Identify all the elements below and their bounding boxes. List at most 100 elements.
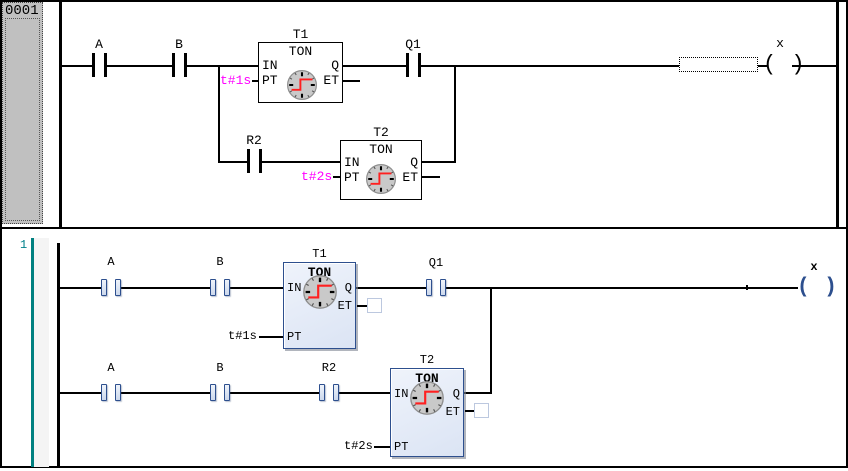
branch-wire <box>490 287 492 394</box>
wire <box>219 161 247 163</box>
wire-junction-tick <box>746 285 748 290</box>
contact-bar <box>92 53 95 77</box>
contact-A[interactable]: A <box>79 37 119 79</box>
frame-right <box>846 0 848 468</box>
contact-A[interactable]: A <box>91 255 131 297</box>
contact-bar <box>319 384 325 401</box>
pin-Q: Q <box>331 58 339 73</box>
wire <box>343 65 406 67</box>
contact-label: A <box>107 361 115 375</box>
frame-left <box>0 0 2 468</box>
frame-bottom <box>2 466 846 468</box>
contact-B[interactable]: B <box>159 37 199 79</box>
contact-bar <box>101 279 107 296</box>
contact-B[interactable]: B <box>200 361 240 403</box>
block-instance-name: T1 <box>292 27 309 42</box>
wire <box>446 287 798 289</box>
contact-R2[interactable]: R2 <box>234 133 274 175</box>
contact-bar <box>259 149 262 173</box>
output-coil-x[interactable]: ( ) <box>797 276 838 299</box>
time-literal-t1[interactable]: t#1s <box>220 73 252 88</box>
time-literal-t2[interactable]: t#2s <box>301 169 333 184</box>
contact-Q1[interactable]: Q1 <box>416 256 456 298</box>
pin-PT: PT <box>262 73 278 88</box>
pin-IN: IN <box>394 387 409 401</box>
wire <box>792 65 836 67</box>
block-instance-name: T2 <box>419 353 435 367</box>
pin-PT: PT <box>394 440 409 454</box>
section-separator <box>0 227 848 229</box>
time-literal-t2[interactable]: t#2s <box>344 439 373 453</box>
rung-header[interactable]: 0001 <box>2 2 43 224</box>
contact-Q1[interactable]: Q1 <box>393 37 433 79</box>
left-power-rail <box>59 2 62 227</box>
wire <box>121 287 210 289</box>
contact-bar <box>115 279 121 296</box>
pt-stub <box>374 446 390 448</box>
output-coil-x[interactable]: ( ) <box>763 52 806 77</box>
contact-A[interactable]: A <box>91 361 131 403</box>
contact-bar <box>333 384 339 401</box>
contact-bar <box>224 384 230 401</box>
ton-clock-icon <box>286 69 318 101</box>
block-instance-name: T2 <box>373 125 389 140</box>
contact-bar <box>210 384 216 401</box>
pt-stub <box>333 176 340 178</box>
coil-label: x <box>776 36 784 51</box>
wire <box>262 161 340 163</box>
contact-bar <box>172 53 175 77</box>
wire <box>422 161 456 163</box>
ton-clock-icon <box>409 380 445 416</box>
selection-placeholder[interactable] <box>679 57 758 72</box>
wire <box>421 65 679 67</box>
contact-bar <box>104 53 107 77</box>
wire <box>230 392 319 394</box>
network-margin-band <box>34 238 49 467</box>
branch-wire-up <box>454 65 456 163</box>
wire <box>230 287 283 289</box>
rung-header-body <box>5 18 40 221</box>
contact-bar <box>406 53 409 77</box>
pin-Q: Q <box>410 155 418 170</box>
time-literal-t1[interactable]: t#1s <box>228 329 257 343</box>
contact-bar <box>426 279 432 296</box>
wire <box>107 65 172 67</box>
pin-IN: IN <box>344 155 360 170</box>
wire <box>60 287 101 289</box>
ton-clock-icon <box>302 274 338 310</box>
contact-bar <box>224 279 230 296</box>
contact-bar <box>418 53 421 77</box>
et-stub <box>465 410 474 412</box>
wire <box>356 287 426 289</box>
network-number[interactable]: 1 <box>20 238 28 252</box>
contact-B[interactable]: B <box>200 255 240 297</box>
pin-Q: Q <box>452 387 460 401</box>
et-stub <box>357 305 367 307</box>
contact-label: B <box>175 37 183 52</box>
contact-label: B <box>216 361 224 375</box>
contact-label: A <box>107 255 115 269</box>
pin-IN: IN <box>262 58 278 73</box>
pin-PT: PT <box>344 170 360 185</box>
right-power-rail <box>836 2 839 227</box>
contact-bar <box>247 149 250 173</box>
wire <box>121 392 210 394</box>
contact-label: Q1 <box>428 256 444 270</box>
rung-number: 0001 <box>5 3 39 19</box>
pin-ET: ET <box>323 73 339 88</box>
wire <box>62 65 92 67</box>
et-output-placeholder[interactable] <box>474 403 489 418</box>
contact-label: R2 <box>321 361 337 375</box>
contact-label: B <box>216 255 224 269</box>
block-instance-name: T1 <box>312 247 327 261</box>
et-output-placeholder[interactable] <box>367 298 382 313</box>
block-type: TON <box>288 44 313 59</box>
contact-R2[interactable]: R2 <box>309 361 349 403</box>
wire <box>758 65 768 67</box>
contact-bar <box>184 53 187 77</box>
et-stub <box>343 80 360 82</box>
coil-label: x <box>810 260 818 274</box>
pt-stub <box>252 80 258 82</box>
contact-label: A <box>95 37 103 52</box>
